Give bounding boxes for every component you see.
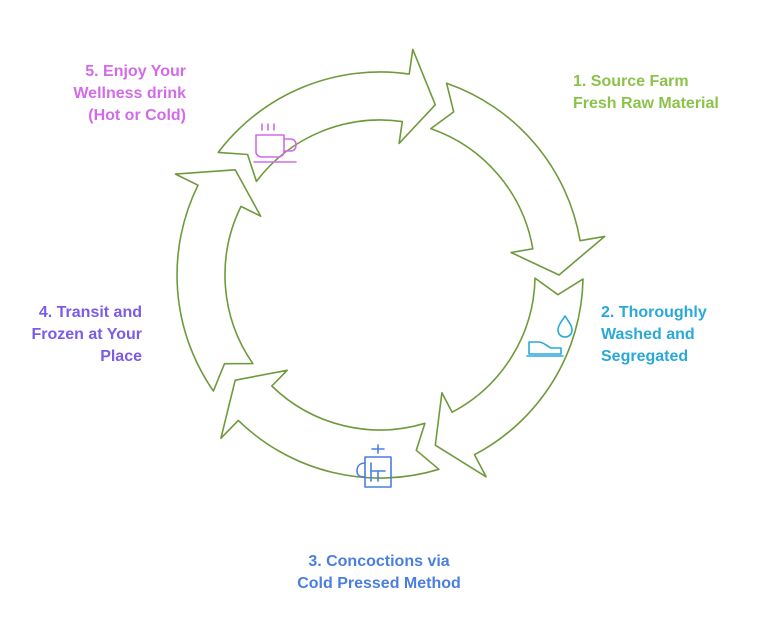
- step-3-label: 3. Concoctions via Cold Pressed Method: [268, 551, 490, 595]
- step-2-line-1: 2. Thoroughly: [601, 304, 707, 321]
- cold-press-jug-icon: [356, 444, 392, 488]
- step-4-line-2: Frozen at Your: [31, 326, 142, 343]
- cycle-arrow-segment-2: [430, 82, 606, 276]
- step-4-line-1: 4. Transit and: [38, 304, 142, 321]
- step-2-line-3: Segregated: [601, 348, 689, 365]
- step-5-label: 5. Enjoy Your Wellness drink (Hot or Col…: [0, 61, 186, 127]
- step-4-label: 4. Transit and Frozen at Your Place: [0, 302, 142, 368]
- cycle-arrow-segment-3: [434, 277, 584, 478]
- washing-hand-drop-icon: [526, 315, 573, 357]
- step-3-line-2: Cold Pressed Method: [297, 575, 461, 592]
- step-2-label: 2. Thoroughly Washed and Segregated: [601, 302, 707, 368]
- step-5-line-2: Wellness drink: [73, 85, 186, 102]
- cycle-arrow-segment-4: [220, 369, 440, 479]
- step-4-line-3: Place: [100, 348, 142, 365]
- cycle-arrow-segment-5: [174, 169, 262, 392]
- step-1-line-2: Fresh Raw Material: [573, 95, 719, 112]
- step-2-line-2: Washed and: [601, 326, 695, 343]
- step-1-line-1: 1. Source Farm: [573, 73, 689, 90]
- cycle-arrow-segment-1: [217, 48, 437, 183]
- step-5-line-1: 5. Enjoy Your: [85, 63, 186, 80]
- coffee-cup-icon: [253, 123, 297, 163]
- step-1-label: 1. Source Farm Fresh Raw Material: [573, 71, 719, 115]
- step-5-line-3: (Hot or Cold): [88, 107, 186, 124]
- step-3-line-1: 3. Concoctions via: [308, 553, 450, 570]
- cycle-ring: [174, 48, 606, 479]
